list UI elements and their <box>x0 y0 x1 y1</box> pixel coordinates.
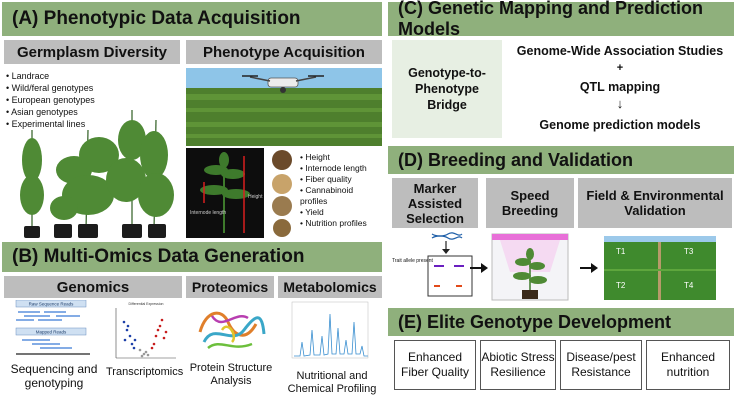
protein-structure-image <box>198 311 266 350</box>
prediction-label: Genome prediction models <box>539 118 701 132</box>
plant-measurement-image: Internode length Height <box>186 148 264 238</box>
elite-box-disease: Disease/pest Resistance <box>560 340 642 390</box>
metabolomics-caption: Nutritional and Chemical Profiling <box>287 370 377 395</box>
bridge-box: Genotype-to-Phenotype Bridge <box>392 40 502 138</box>
proteomics-heading: Proteomics <box>186 276 274 298</box>
proteomics-caption: Protein Structure Analysis <box>189 362 273 387</box>
internode-length-label: Internode length <box>190 210 226 216</box>
transcriptomics-caption: Transcriptomics <box>106 366 184 378</box>
trait-samples <box>272 150 292 237</box>
mas-heading: Marker Assisted Selection <box>392 178 478 228</box>
germplasm-list: Landrace Wild/feral genotypes European g… <box>6 70 126 130</box>
raw-reads-label: Raw Sequence Reads <box>29 302 75 307</box>
plot-label-t3: T3 <box>684 247 694 256</box>
arrow-right-icon <box>580 263 598 273</box>
qtl-label: QTL mapping <box>579 80 661 94</box>
trait-item: Yield <box>300 207 382 218</box>
volcano-plot-image: Differential Expression <box>115 302 176 359</box>
panel-c-title: (C) Genetic Mapping and Prediction Model… <box>388 0 734 39</box>
elite-box-label: Disease/pest Resistance <box>566 350 636 379</box>
phenotype-traits-list: Height Internode length Fiber quality Ca… <box>300 152 382 229</box>
germplasm-item: European genotypes <box>6 94 126 106</box>
field-plots-image: T1 T2 T3 T4 <box>604 236 716 300</box>
mapped-reads-label: Mapped Reads <box>36 330 67 335</box>
genomics-heading: Genomics <box>4 276 182 298</box>
metabolomics-heading: Metabolomics <box>278 276 382 298</box>
trait-item: Nutrition profiles <box>300 218 382 229</box>
elite-box-label: Abiotic Stress Resilience <box>481 350 555 379</box>
plot-label-t4: T4 <box>684 281 694 290</box>
drone-icon <box>242 75 324 93</box>
sequencing-caption: Sequencing and genotyping <box>10 362 98 390</box>
germplasm-heading: Germplasm Diversity <box>4 40 180 64</box>
down-arrow-icon: ↓ <box>616 96 624 111</box>
chromatogram-image <box>291 301 369 359</box>
trait-allele-label: Trait allele present <box>392 258 434 264</box>
phenotype-heading: Phenotype Acquisition <box>186 40 382 64</box>
plot-label-t2: T2 <box>616 281 626 290</box>
speed-breeding-image <box>491 233 569 301</box>
height-label: Height <box>248 194 263 200</box>
trait-item: Fiber quality <box>300 174 382 185</box>
drone-field-image <box>186 68 382 146</box>
elite-box-nutrition: Enhanced nutrition <box>646 340 730 390</box>
gwas-label: Genome-Wide Association Studies <box>516 44 724 58</box>
trait-item: Internode length <box>300 163 382 174</box>
germplasm-item: Landrace <box>6 70 126 82</box>
panel-d-title: (D) Breeding and Validation <box>388 146 734 174</box>
sequencing-reads-image: Raw Sequence Reads Mapped Reads <box>15 300 90 355</box>
germplasm-item: Experimental lines <box>6 118 126 130</box>
plot-label-t1: T1 <box>616 247 626 256</box>
panel-a-title: (A) Phenotypic Data Acquisition <box>2 2 382 36</box>
elite-box-fiber: Enhanced Fiber Quality <box>394 340 476 390</box>
elite-box-label: Enhanced Fiber Quality <box>400 350 470 379</box>
bridge-label: Genotype-to-Phenotype Bridge <box>408 66 486 112</box>
arrow-right-icon <box>470 263 488 273</box>
trait-item: Cannabinoid profiles <box>300 185 382 207</box>
germplasm-item: Wild/feral genotypes <box>6 82 126 94</box>
trait-item: Height <box>300 152 382 163</box>
panel-e-title: (E) Elite Genotype Development <box>388 308 734 336</box>
speed-breeding-heading: Speed Breeding <box>486 178 574 228</box>
germplasm-item: Asian genotypes <box>6 106 126 118</box>
marker-gel-image: Trait allele present <box>392 232 473 297</box>
panel-b-title: (B) Multi-Omics Data Generation <box>2 242 382 272</box>
field-validation-heading: Field & Environmental Validation <box>578 178 732 228</box>
plus-sign: + <box>616 62 624 74</box>
elite-box-label: Enhanced nutrition <box>660 350 716 379</box>
germplasm-plants-image <box>20 110 174 238</box>
volcano-title: Differential Expression <box>129 302 164 306</box>
elite-box-abiotic: Abiotic Stress Resilience <box>480 340 556 390</box>
